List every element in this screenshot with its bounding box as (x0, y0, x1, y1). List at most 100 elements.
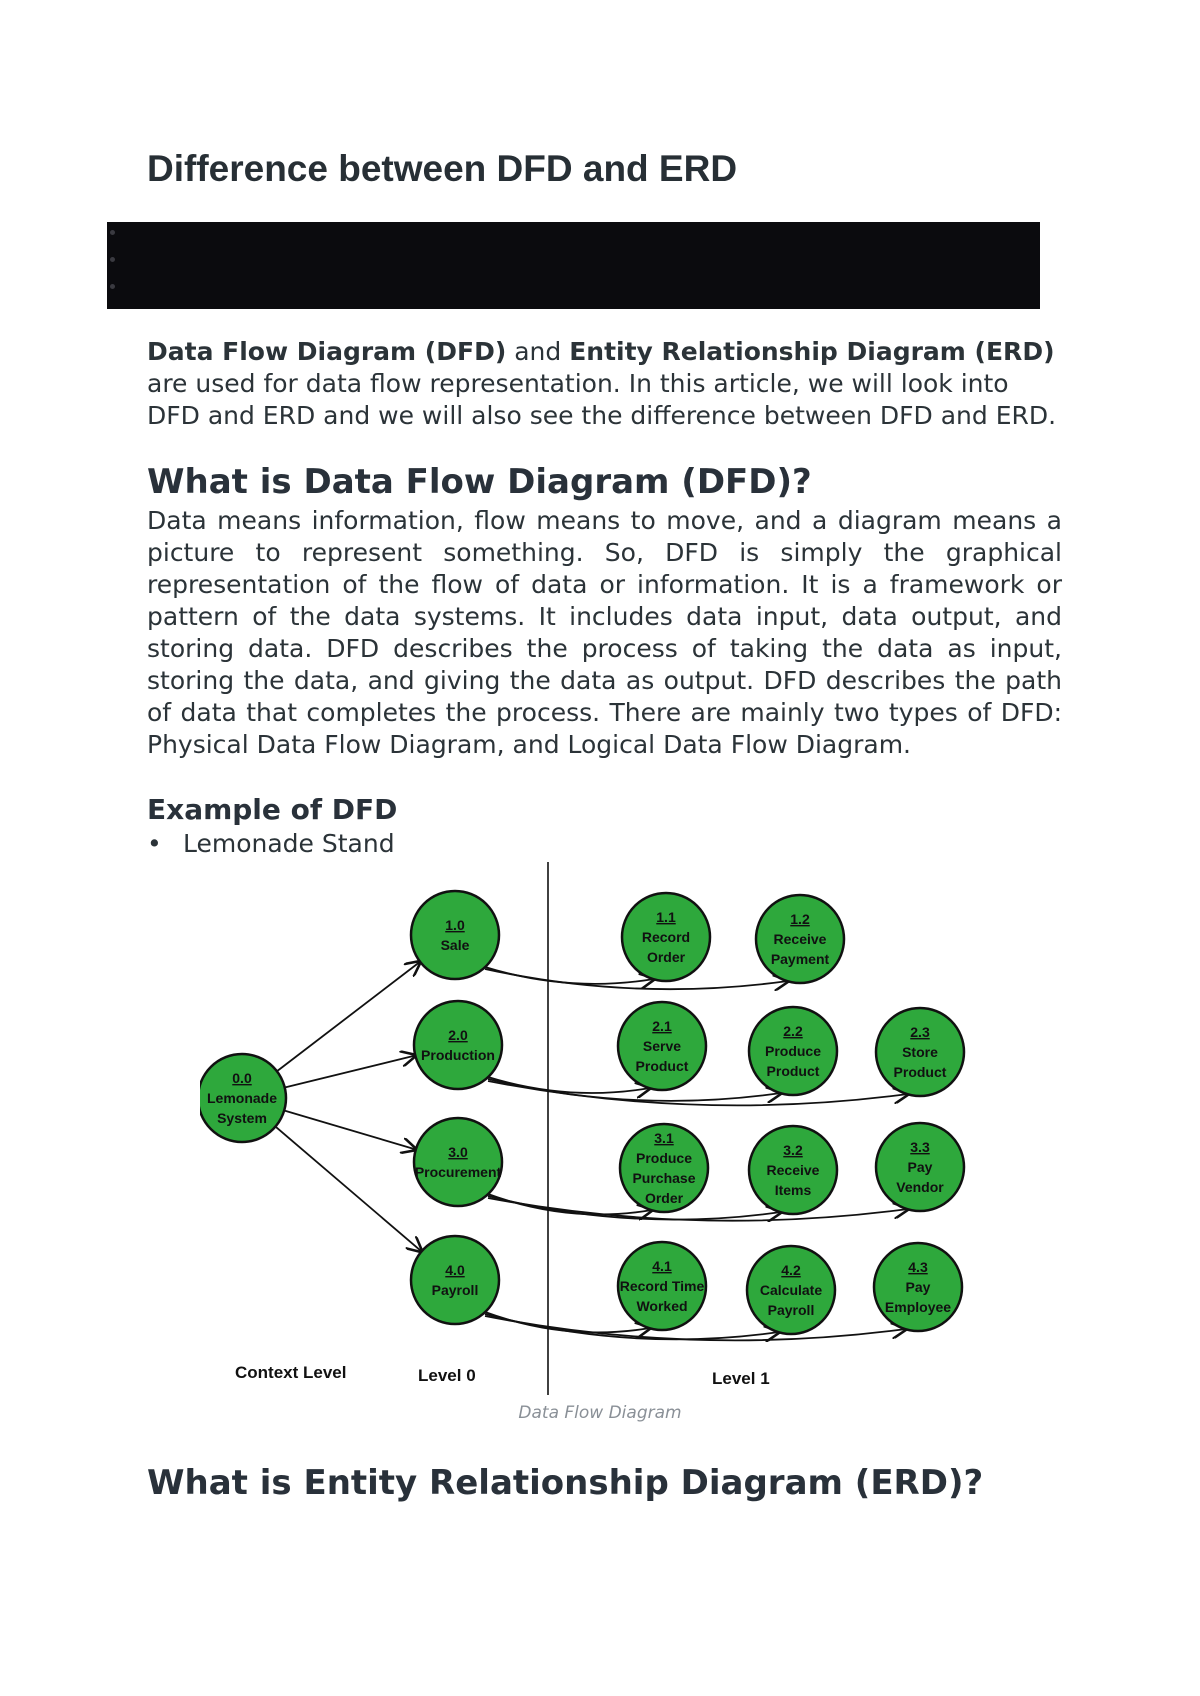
process-node-label: Procurement (415, 1164, 502, 1180)
process-node-number: 3.3 (910, 1139, 930, 1155)
flow-arrow (276, 962, 420, 1072)
process-node-label: Product (894, 1064, 947, 1080)
flow-arrows (274, 962, 908, 1342)
process-node-number: 2.0 (448, 1027, 468, 1043)
process-node-label: Produce (765, 1043, 821, 1059)
process-node-label: Pay (908, 1159, 933, 1175)
intro-text-1: and (506, 337, 570, 366)
process-node-label: Serve (643, 1038, 681, 1054)
process-node-label: Record Time (620, 1278, 705, 1294)
list-item-label: Lemonade Stand (183, 829, 395, 858)
flow-arrow (484, 1315, 906, 1342)
black-banner (107, 222, 1040, 309)
flow-arrow (487, 1080, 908, 1107)
process-node-number: 3.2 (783, 1142, 803, 1158)
process-node-label: Pay (906, 1279, 931, 1295)
process-node-label: Record (642, 929, 690, 945)
process-node-number: 2.2 (783, 1023, 803, 1039)
process-node-label: Payment (771, 951, 830, 967)
level-1-label: Level 1 (712, 1369, 770, 1388)
process-node-circle (618, 1122, 710, 1214)
process-node-label: System (217, 1110, 267, 1126)
flow-arrow (284, 1055, 416, 1089)
process-node-circle (874, 1121, 966, 1213)
process-node-label: Items (775, 1182, 812, 1198)
process-node-label: Lemonade (207, 1090, 277, 1106)
banner-dot (110, 284, 115, 289)
flow-arrow (487, 1076, 650, 1093)
process-node-circle (412, 1116, 504, 1208)
intro-bold-erd: Entity Relationship Diagram (ERD) (569, 337, 1055, 366)
process-node-number: 4.3 (908, 1259, 928, 1275)
process-node-circle (745, 1244, 837, 1336)
banner-dot (110, 257, 115, 262)
process-node-number: 1.2 (790, 911, 810, 927)
process-node-number: 1.1 (656, 909, 676, 925)
process-node-number: 4.1 (652, 1258, 672, 1274)
process-node-number: 4.2 (781, 1262, 801, 1278)
process-node-label: Order (645, 1190, 684, 1206)
process-node-circle (874, 1006, 966, 1098)
flow-arrow (487, 1197, 908, 1222)
process-node-circle (747, 1124, 839, 1216)
process-node-label: Payroll (768, 1302, 815, 1318)
process-node-number: 0.0 (232, 1070, 252, 1086)
process-node-label: Vendor (896, 1179, 944, 1195)
process-node-label: Store (902, 1044, 938, 1060)
intro-paragraph: Data Flow Diagram (DFD) and Entity Relat… (147, 336, 1067, 432)
level-0-label: Level 0 (418, 1366, 476, 1385)
process-node-label: Calculate (760, 1282, 822, 1298)
process-node-circle (412, 999, 504, 1091)
process-node-label: Production (421, 1047, 495, 1063)
process-node-circle (409, 889, 501, 981)
intro-bold-dfd: Data Flow Diagram (DFD) (147, 337, 507, 366)
intro-text-2: are used for data flow representation. I… (147, 369, 1057, 430)
banner-dot (110, 230, 115, 235)
process-node-label: Sale (441, 937, 470, 953)
process-node-number: 3.0 (448, 1144, 468, 1160)
flow-arrow (283, 1109, 416, 1149)
process-node-circle (616, 1240, 708, 1332)
process-node-label: Receive (774, 931, 827, 947)
flow-arrow (274, 1125, 421, 1252)
process-node-label: Purchase (632, 1170, 695, 1186)
process-node-circle (409, 1234, 501, 1326)
bullet-dot-icon: • (147, 829, 162, 858)
context-level-label: Context Level (235, 1363, 346, 1382)
process-node-circle (620, 891, 712, 983)
process-node-circle (872, 1241, 964, 1333)
process-node-label: Order (647, 949, 686, 965)
erd-heading: What is Entity Relationship Diagram (ERD… (147, 1463, 984, 1503)
list-item: • Lemonade Stand (147, 829, 395, 858)
process-node-number: 2.1 (652, 1018, 672, 1034)
process-node-circle (754, 893, 846, 985)
process-node-label: Receive (767, 1162, 820, 1178)
process-node-circle (747, 1005, 839, 1097)
page-title: Difference between DFD and ERD (147, 148, 738, 189)
process-node-circle (200, 1052, 288, 1144)
process-node-number: 3.1 (654, 1130, 674, 1146)
process-node-number: 4.0 (445, 1262, 465, 1278)
process-node-label: Worked (636, 1298, 687, 1314)
flow-arrow (484, 966, 654, 984)
process-node-number: 1.0 (445, 917, 465, 933)
dfd-paragraph: Data means information, flow means to mo… (147, 506, 1062, 759)
process-node-circle (616, 1000, 708, 1092)
process-node-number: 2.3 (910, 1024, 930, 1040)
